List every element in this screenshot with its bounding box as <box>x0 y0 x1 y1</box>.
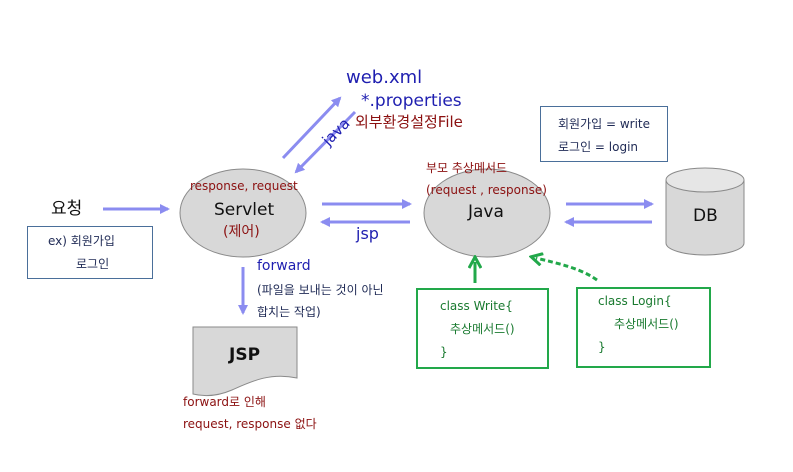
servlet-to-config-arrow <box>281 96 342 160</box>
web-xml-label: web.xml <box>346 67 423 88</box>
login-to-java-arrow <box>536 258 598 282</box>
class-write-line1: class Write{ <box>440 299 513 313</box>
servlet-params-label: response, request <box>190 179 298 193</box>
jsp-note-line2: request, response 없다 <box>183 417 317 431</box>
external-config-label: 외부환경설정File <box>355 113 463 131</box>
java-node-name: Java <box>468 202 504 222</box>
class-write-line3: } <box>440 345 448 359</box>
request-title: 요청 <box>51 199 83 219</box>
class-login-line1: class Login{ <box>598 294 672 308</box>
config-to-servlet-arrow <box>294 110 357 174</box>
mapping-note-line1: 회원가입 = write <box>558 117 651 131</box>
servlet-role: (제어) <box>223 224 260 240</box>
class-write-box: class Write{ 추상메서드() } <box>416 288 549 369</box>
servlet-node <box>179 168 307 258</box>
jsp-doc-name: JSP <box>229 345 261 365</box>
java-parent-method-label: 부모 추상메서드 <box>426 161 508 175</box>
jsp-document-shape <box>192 326 298 397</box>
java-params-label: (request , response) <box>426 183 547 197</box>
forward-desc-line1: (파일을 보내는 것이 아닌 <box>257 283 384 297</box>
forward-desc-line2: 합치는 작업) <box>257 305 321 319</box>
mapping-note-box: 회원가입 = write 로그인 = login <box>540 106 668 162</box>
db-cylinder <box>665 167 745 256</box>
java-node <box>423 168 551 258</box>
class-write-line2: 추상메서드() <box>450 322 515 336</box>
properties-label: *.properties <box>361 91 462 111</box>
class-login-box: class Login{ 추상메서드() } <box>576 287 711 368</box>
forward-label: forward <box>257 258 311 274</box>
db-name: DB <box>693 206 718 226</box>
jsp-note-line1: forward로 인해 <box>183 395 266 409</box>
class-login-line2: 추상메서드() <box>614 317 679 331</box>
request-example-line2: 로그인 <box>76 257 110 271</box>
request-example-box: ex) 회원가입 로그인 <box>27 226 153 279</box>
mapping-note-line2: 로그인 = login <box>558 140 639 154</box>
class-login-line3: } <box>598 340 606 354</box>
servlet-name: Servlet <box>214 200 275 220</box>
jsp-arrow-label: jsp <box>356 224 379 243</box>
request-example-line1: ex) 회원가입 <box>48 234 115 248</box>
